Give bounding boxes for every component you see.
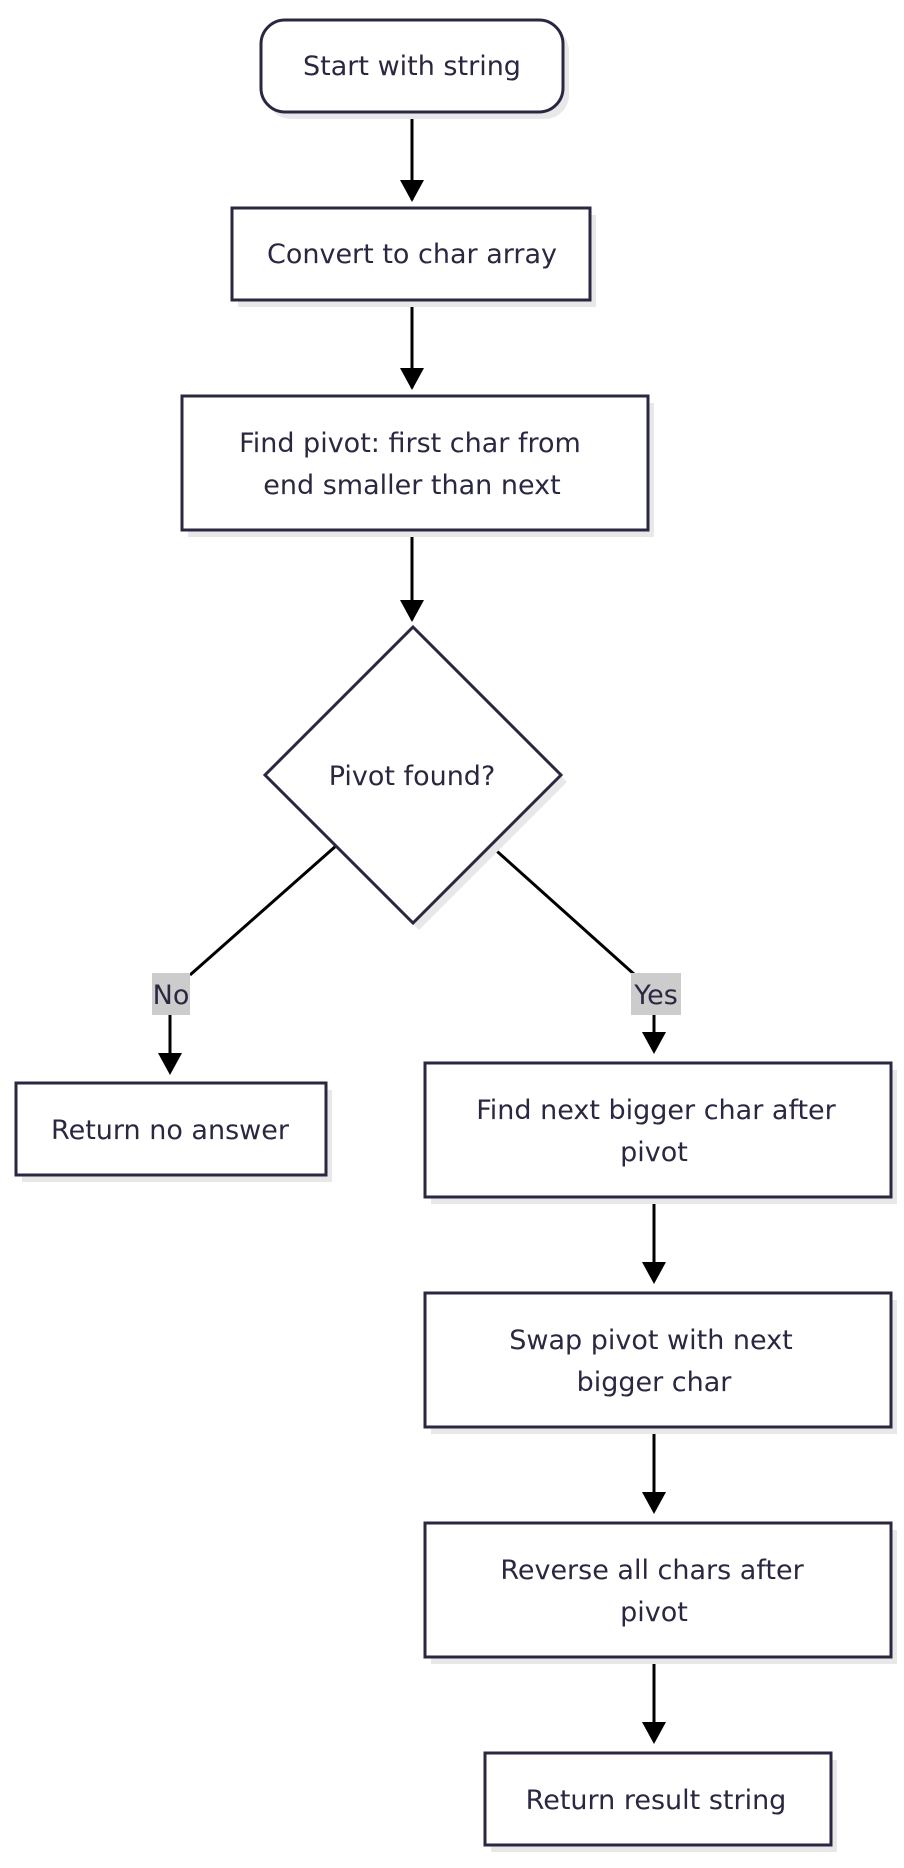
node-texts: Start with string Convert to char array … <box>51 51 837 1816</box>
node-return-result-label: Return result string <box>526 1785 787 1816</box>
node-reverse-label-line-2: pivot <box>620 1597 688 1628</box>
node-find-pivot <box>180 394 650 532</box>
arrowhead-return-result <box>642 1722 666 1744</box>
edge-decision-to-return-no <box>189 843 338 977</box>
arrowhead-find-pivot <box>400 368 424 390</box>
node-start-label: Start with string <box>303 51 521 82</box>
arrowheads <box>158 180 666 1744</box>
node-pivot-found-decision <box>262 624 564 926</box>
node-convert-label: Convert to char array <box>267 239 557 270</box>
node-find-pivot-label-line-1: Find pivot: first char from <box>239 428 581 459</box>
node-find-pivot-label-line-2: end smaller than next <box>263 470 560 501</box>
node-return-no-label: Return no answer <box>51 1115 290 1146</box>
edges <box>168 110 656 1740</box>
node-return-no <box>14 1081 328 1177</box>
node-swap-label-line-1: Swap pivot with next <box>509 1325 792 1356</box>
node-swap-label-line-2: bigger char <box>577 1367 733 1398</box>
arrowhead-return-no <box>158 1053 182 1075</box>
nodes <box>14 18 893 1847</box>
node-find-next <box>423 1061 893 1199</box>
edge-labels: No Yes <box>152 973 681 1015</box>
yes-label: Yes <box>633 980 678 1011</box>
node-find-next-label-line-2: pivot <box>620 1137 688 1168</box>
node-start <box>259 18 565 114</box>
node-pivot-found-label: Pivot found? <box>329 761 496 792</box>
node-reverse <box>423 1521 893 1659</box>
node-reverse-label-line-1: Reverse all chars after <box>500 1555 804 1586</box>
no-label-bg <box>152 973 190 1015</box>
arrowhead-find-next <box>642 1032 666 1054</box>
no-label: No <box>153 980 190 1011</box>
node-swap <box>423 1291 893 1429</box>
node-find-next-label-line-1: Find next bigger char after <box>476 1095 836 1126</box>
arrowhead-swap <box>642 1262 666 1284</box>
yes-label-bg <box>631 973 681 1015</box>
arrowhead-reverse <box>642 1492 666 1514</box>
edge-decision-to-find-next <box>488 843 637 977</box>
arrowhead-convert <box>400 180 424 202</box>
node-convert <box>230 206 592 302</box>
arrowhead-decision <box>400 600 424 622</box>
node-return-result <box>483 1751 833 1847</box>
